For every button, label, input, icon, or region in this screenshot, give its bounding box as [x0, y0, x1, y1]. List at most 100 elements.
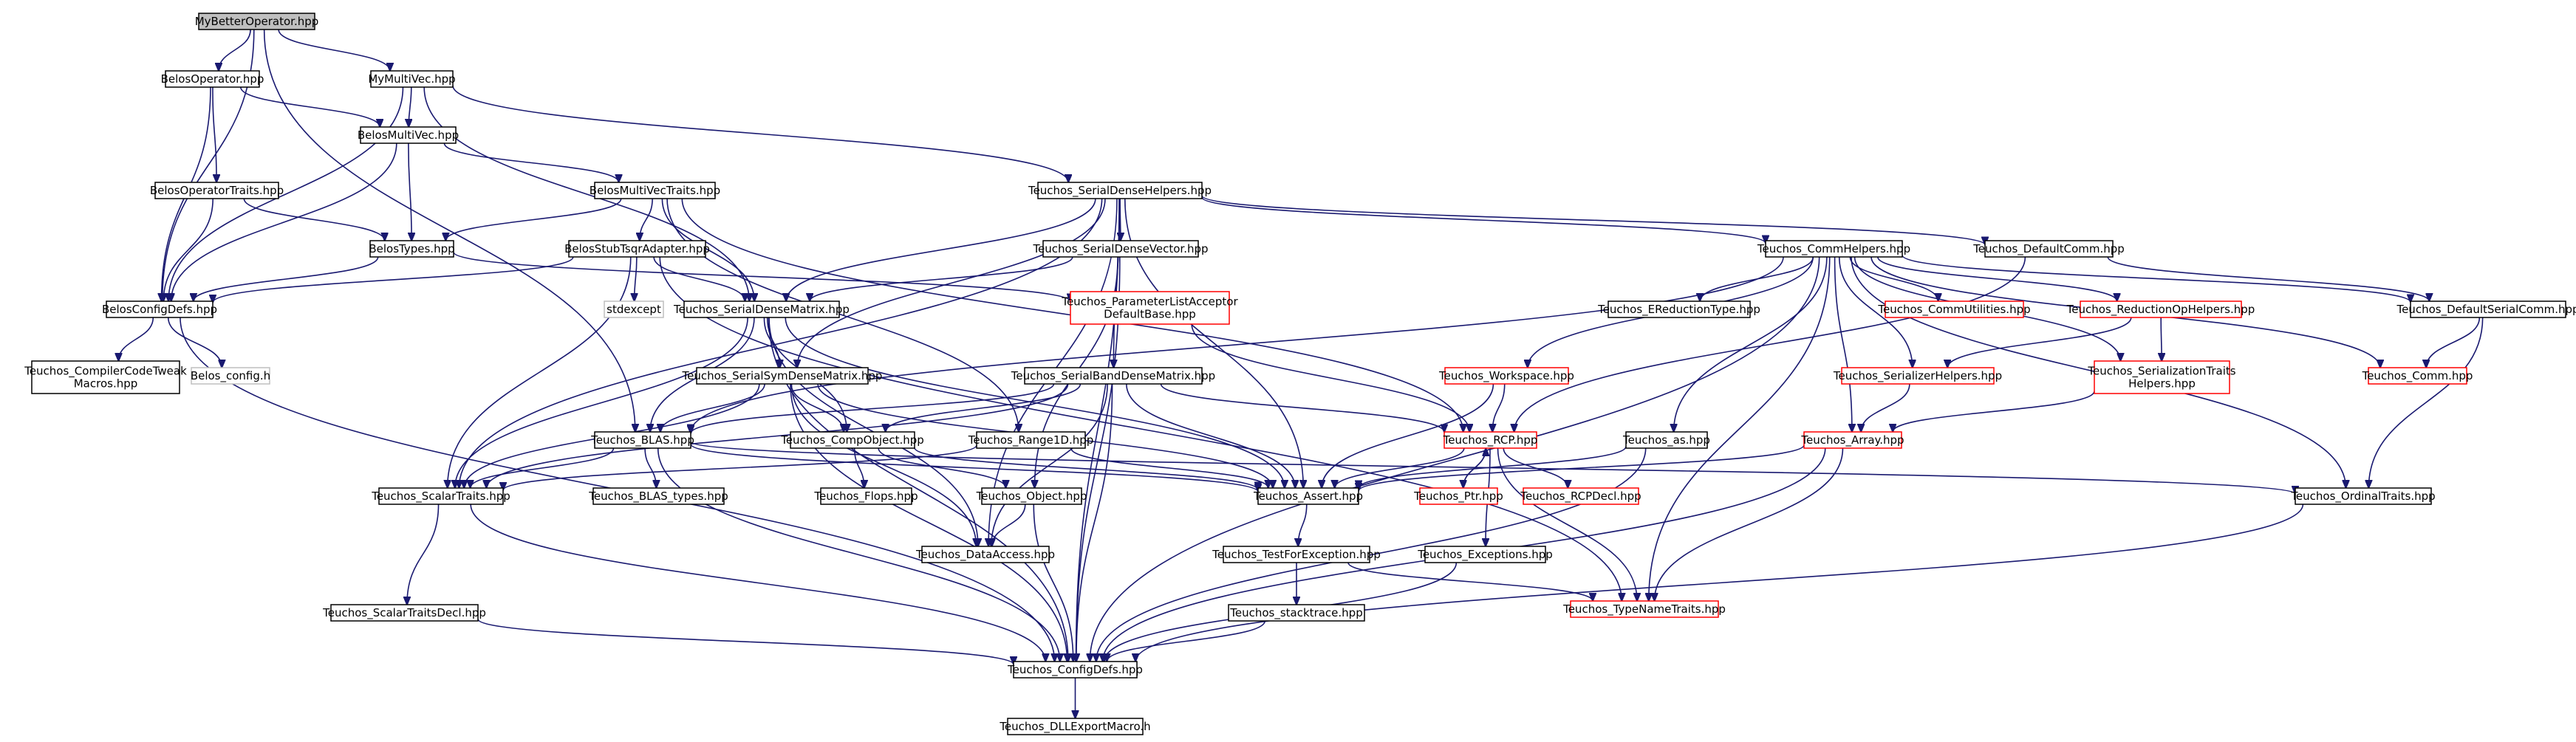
node-rcp-decl[interactable]: Teuchos_RCPDecl.hpp — [1520, 487, 1641, 505]
node-label: Teuchos_CommHelpers.hpp — [1757, 242, 1910, 256]
dependency-edge-serial_band_dense_matrix-to-data_access — [991, 383, 1108, 546]
node-root[interactable]: MyBetterOperator.hpp — [195, 13, 319, 30]
dependency-edge-comm_helpers-to-config_defs — [1090, 256, 1820, 662]
node-object[interactable]: Teuchos_Object.hpp — [976, 487, 1087, 505]
dependency-edge-workspace-to-assert — [1322, 383, 1494, 488]
node-box — [1070, 291, 1230, 325]
node-box — [1885, 300, 2024, 318]
node-box — [1024, 367, 1203, 385]
node-serializer-helpers[interactable]: Teuchos_SerializerHelpers.hpp — [1833, 367, 2002, 385]
node-label: BelosConfigDefs.hpp — [102, 303, 217, 316]
node-rcp[interactable]: Teuchos_RCP.hpp — [1443, 431, 1538, 449]
node-belos-operator[interactable]: BelosOperator.hpp — [161, 70, 264, 88]
node-label: Helpers.hpp — [2128, 377, 2196, 391]
dependency-edge-comm_helpers-to-type_name_traits — [1649, 256, 1831, 601]
node-box — [594, 182, 716, 199]
node-type-name-traits[interactable]: Teuchos_TypeNameTraits.hpp — [1562, 600, 1726, 618]
node-label: Teuchos_ParameterListAcceptor — [1061, 295, 1238, 309]
node-flops[interactable]: Teuchos_Flops.hpp — [813, 487, 918, 505]
dependency-edge-rcp-to-type_name_traits — [1497, 447, 1637, 601]
node-box — [2080, 300, 2242, 318]
dependency-edge-ordinal_traits-to-config_defs — [1135, 504, 2304, 662]
node-serial-band-dense-matrix[interactable]: Teuchos_SerialBandDenseMatrix.hpp — [1011, 367, 1215, 385]
node-as[interactable]: Teuchos_as.hpp — [1622, 431, 1710, 449]
dependency-edge-serial_band_dense_matrix-to-assert — [1126, 383, 1295, 488]
node-label: Teuchos_ScalarTraitsDecl.hpp — [322, 606, 486, 620]
node-default-comm[interactable]: Teuchos_DefaultComm.hpp — [1972, 240, 2125, 258]
dependency-edge-comm_helpers-to-blas — [691, 256, 1784, 433]
node-label: Teuchos_CommUtilities.hpp — [1877, 303, 2030, 317]
node-box — [154, 182, 279, 199]
node-serial-dense-helpers[interactable]: Teuchos_SerialDenseHelpers.hpp — [1028, 182, 1212, 199]
dependency-edge-ptr-to-rcp — [1462, 448, 1486, 489]
node-exceptions[interactable]: Teuchos_Exceptions.hpp — [1417, 546, 1553, 563]
node-config-defs[interactable]: Teuchos_ConfigDefs.hpp — [1007, 661, 1143, 679]
node-belos-types[interactable]: BelosTypes.hpp — [369, 240, 455, 258]
node-data-access[interactable]: Teuchos_DataAccess.hpp — [915, 546, 1055, 563]
node-label: Teuchos_TypeNameTraits.hpp — [1562, 602, 1726, 616]
dependency-edge-serial_dense_matrix-to-assert — [785, 317, 1285, 488]
node-test-for-exception[interactable]: Teuchos_TestForException.hpp — [1212, 546, 1381, 563]
dependency-edge-belos_multivec_traits-to-serial_dense_matrix — [661, 198, 754, 301]
node-box — [2094, 360, 2230, 394]
node-box — [1444, 367, 1569, 385]
dependency-edge-comm_helpers-to-serializer_helpers — [1838, 256, 1913, 368]
node-belos-config-defs[interactable]: BelosConfigDefs.hpp — [102, 300, 217, 318]
node-serial-sym-dense-matrix[interactable]: Teuchos_SerialSymDenseMatrix.hpp — [682, 367, 883, 385]
node-ereduction-type[interactable]: Teuchos_EReductionType.hpp — [1597, 300, 1760, 318]
node-belos-operator-traits[interactable]: BelosOperatorTraits.hpp — [150, 182, 284, 199]
dependency-edge-serial_dense_helpers-to-default_comm — [1201, 195, 1985, 245]
node-label: Teuchos_RCPDecl.hpp — [1520, 489, 1641, 504]
dependency-edge-belos_multivec-to-belos_types — [408, 142, 411, 241]
node-box — [1419, 487, 1498, 505]
node-assert[interactable]: Teuchos_Assert.hpp — [1253, 487, 1363, 505]
node-default-serial-comm[interactable]: Teuchos_DefaultSerialComm.hpp — [2396, 300, 2576, 318]
node-param-list-acceptor[interactable]: Teuchos_ParameterListAcceptorDefaultBase… — [1061, 291, 1238, 325]
node-blas[interactable]: Teuchos_BLAS.hpp — [590, 431, 694, 449]
dependency-edge-serial_sym_dense_matrix-to-data_access — [790, 383, 977, 546]
node-comm-helpers[interactable]: Teuchos_CommHelpers.hpp — [1757, 240, 1910, 258]
node-serial-dense-matrix[interactable]: Teuchos_SerialDenseMatrix.hpp — [673, 300, 850, 318]
dependency-edge-belos_types-to-belos_config_defs — [194, 256, 379, 301]
node-belos-multivec[interactable]: BelosMultiVec.hpp — [358, 126, 459, 144]
node-box — [1257, 487, 1359, 505]
node-label: BelosTypes.hpp — [369, 242, 454, 255]
dependency-edge-root-to-my_multivec — [278, 29, 390, 71]
dependency-edge-reduction_op_helpers-to-serialization_traits_helpers — [2161, 317, 2162, 361]
node-ordinal-traits[interactable]: Teuchos_OrdinalTraits.hpp — [2290, 487, 2436, 505]
node-ptr[interactable]: Teuchos_Ptr.hpp — [1413, 487, 1503, 505]
node-my-multivec[interactable]: MyMultiVec.hpp — [368, 70, 456, 88]
node-label: stdexcept — [607, 303, 661, 316]
node-box — [1570, 600, 1719, 618]
dependency-edge-comp_object-to-flops — [853, 447, 864, 488]
dependency-edge-serial_dense_matrix-to-serial_sym_dense_matrix — [763, 317, 779, 368]
node-label: Teuchos_Comm.hpp — [2362, 369, 2473, 383]
node-blas-types[interactable]: Teuchos_BLAS_types.hpp — [588, 487, 728, 505]
node-label: Teuchos_ReductionOpHelpers.hpp — [2066, 303, 2255, 317]
node-comm-utilities[interactable]: Teuchos_CommUtilities.hpp — [1877, 300, 2031, 318]
node-label: Teuchos_Ptr.hpp — [1413, 489, 1503, 504]
node-scalar-traits-decl[interactable]: Teuchos_ScalarTraitsDecl.hpp — [322, 604, 486, 622]
node-scalar-traits[interactable]: Teuchos_ScalarTraits.hpp — [371, 487, 510, 505]
node-stacktrace[interactable]: Teuchos_stacktrace.hpp — [1228, 604, 1365, 622]
node-label: Teuchos_Array.hpp — [1800, 433, 1904, 447]
dependency-edge-my_multivec-to-serial_dense_helpers — [452, 85, 1068, 182]
node-workspace[interactable]: Teuchos_Workspace.hpp — [1438, 367, 1574, 385]
node-reduction-op-helpers[interactable]: Teuchos_ReductionOpHelpers.hpp — [2066, 300, 2255, 318]
node-range1d[interactable]: Teuchos_Range1D.hpp — [968, 431, 1094, 449]
node-belos-multivec-traits[interactable]: BelosMultiVecTraits.hpp — [590, 182, 720, 199]
node-comp-object[interactable]: Teuchos_CompObject.hpp — [780, 431, 924, 449]
node-label: Teuchos_Exceptions.hpp — [1417, 548, 1553, 562]
node-comm[interactable]: Teuchos_Comm.hpp — [2362, 367, 2473, 385]
node-belos-stub-tsqr[interactable]: BelosStubTsqrAdapter.hpp — [564, 240, 710, 258]
dependency-edge-comm_helpers-to-reduction_op_helpers — [1877, 256, 2117, 301]
node-serial-dense-vector[interactable]: Teuchos_SerialDenseVector.hpp — [1032, 240, 1209, 258]
node-box — [1523, 487, 1639, 505]
node-label: Teuchos_CompilerCodeTweak — [24, 365, 187, 379]
node-dll-export[interactable]: Teuchos_DLLExportMacro.h — [999, 718, 1151, 735]
node-array[interactable]: Teuchos_Array.hpp — [1800, 431, 1904, 449]
dependency-edge-belos_multivec-to-belos_multivec_traits — [443, 142, 618, 182]
